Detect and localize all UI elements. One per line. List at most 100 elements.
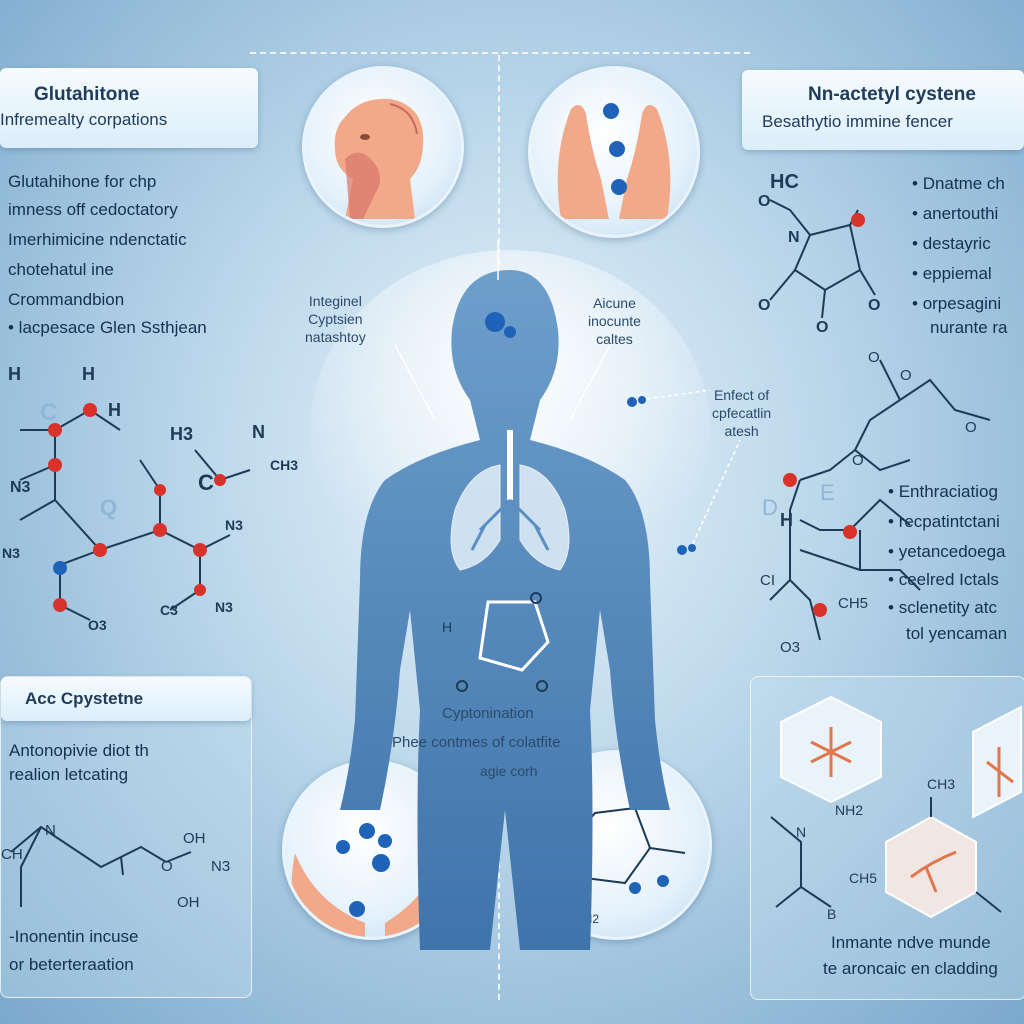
head-anatomy-icon [334,98,424,219]
bullet-item: • sclenetity atc [888,598,997,617]
left-text-line: chotehatul ine [8,260,114,279]
bullet-item: • Enthraciatiog [888,482,998,501]
chem-label: Q [100,495,117,520]
chem-label: O [965,419,977,436]
chem-label: C3 [160,602,178,618]
chem-label: CI [760,572,775,589]
chem-label: C [198,470,214,495]
glutathione-card: Glutahitone Infremealty corpations [0,68,258,148]
chem-label: O3 [88,617,107,633]
chem-label: C [40,399,57,426]
effect-label: Enfect of cpfecatlin atesh [712,387,772,439]
chem-label: N3 [225,517,243,533]
bullet-item: • ceelred Ictals [888,570,999,589]
head-circle [302,66,464,228]
glutathione-card-title: Glutahitone [34,84,140,105]
left-text-line: Imerhimicine ndenctatic [8,230,187,249]
acc-text-line: realion letcating [9,765,129,784]
bullet-item: nurante ra [930,318,1008,337]
acc-chem-structure: CH N OH O N3 OH [1,822,230,911]
left-text-line: Crommandbion [8,290,125,309]
chem-label: N [45,822,56,839]
divider-left [498,55,500,275]
bullet-item: • Dnatme ch [912,174,1005,193]
bullet-item: • destayric [912,234,991,253]
chem-label: O [816,319,828,336]
left-text-line: Glutahihone for chp [8,172,157,191]
divider-top-line [250,52,750,54]
chem-label: N3 [2,545,20,561]
acc-card-title: Acc Cpystetne [25,689,144,708]
right-chem-middle: O O O O E D H CI CH5 O3 [760,349,991,656]
bullet-item: • yetancedoega [888,542,1006,561]
chem-label: H [82,364,95,384]
human-figure: H [310,250,710,950]
chem-label: E [820,480,835,505]
chem-label: N [788,229,800,246]
nac-card-subtitle: Besathytio immine fencer [762,112,953,131]
chem-label: OH [177,894,200,911]
cell-hexagon-icon [780,695,882,804]
hands-molecules-icon [557,103,671,219]
immune-panel: NH2 CH3 CH5 N B Inmante ndve munde te ar… [750,676,1024,1000]
acc-footer-line: or beterteraation [9,955,134,974]
center-label-right: Aicune inocunte caltes [588,295,641,347]
chem-label: D [762,495,778,520]
right-chem-top: HC O N O O O [758,171,880,336]
cell-hexagon-icon [885,815,977,919]
chem-label: CH3 [927,776,955,792]
bullet-item: • orpesagini [912,294,1002,313]
chem-label: CH3 [270,457,298,473]
chem-label: CH5 [838,595,868,612]
chem-label: N3 [215,599,233,615]
acc-panel: Acc Cpystetne Antonopivie diot th realio… [0,676,252,998]
bullet-item: • eppiemal [912,264,992,283]
floating-molecule-icon [627,396,646,407]
immune-footer-line: te aroncaic en cladding [823,959,998,978]
left-text-line: imness off cedoctatory [8,200,178,219]
bottom-caption: Phee contmes of colatfite [392,734,561,751]
acc-footer-line: -Inonentin incuse [9,927,139,946]
chem-label: O [868,349,880,366]
chem-label: OH [183,830,206,847]
nac-card-title: Nn-actetyl cystene [808,84,976,105]
chem-label: NH2 [835,802,863,818]
bullet-item: • recpatintctani [888,512,1000,531]
chem-label: CH [1,846,23,863]
chem-label: O [900,367,912,384]
body-caption: Cyptonination [442,705,534,722]
chem-label: O [868,297,880,314]
bullet-item: tol yencaman [906,624,1008,643]
chem-label: B [827,906,836,922]
chem-label: N [252,422,265,442]
glutathione-card-subtitle: Infremealty corpations [0,110,168,129]
chem-label: N [796,824,806,840]
chem-label: N3 [10,479,31,496]
center-label-left: Integinel Cyptsien natashtoy [305,293,366,345]
chem-label: H [442,619,452,635]
hands-circle-top [528,66,700,238]
chem-label: O3 [780,639,800,656]
chem-label: H [8,364,21,384]
bullet-item: • anertouthi [912,204,999,223]
cell-hexagon-icon [972,705,1022,819]
chem-label: O [758,193,770,210]
acc-card: Acc Cpystetne [1,677,251,721]
floating-molecule-icon [677,544,696,555]
immune-footer-line: Inmante ndve munde [831,933,991,952]
chem-label: H3 [170,424,193,444]
chem-label: N3 [211,858,230,875]
chem-label: O [758,297,770,314]
chem-label: CH5 [849,870,877,886]
acc-text-line: Antonopivie diot th [9,741,149,760]
bottom-caption-2: agie corh [480,763,538,779]
left-text-line: • lacpesace Glen Ssthjean [8,318,207,337]
chem-label: O [852,452,864,469]
chem-label: HC [770,171,799,193]
chem-label: H [108,400,121,420]
chem-label: O [161,858,173,875]
nac-card: Nn-actetyl cystene Besathytio immine fen… [742,70,1024,150]
hexagon-cells: NH2 CH3 CH5 N B [770,695,1022,922]
left-chem-structure: H H H C H3 N C CH3 N3 Q N3 N3 C3 N3 O3 [2,364,298,633]
